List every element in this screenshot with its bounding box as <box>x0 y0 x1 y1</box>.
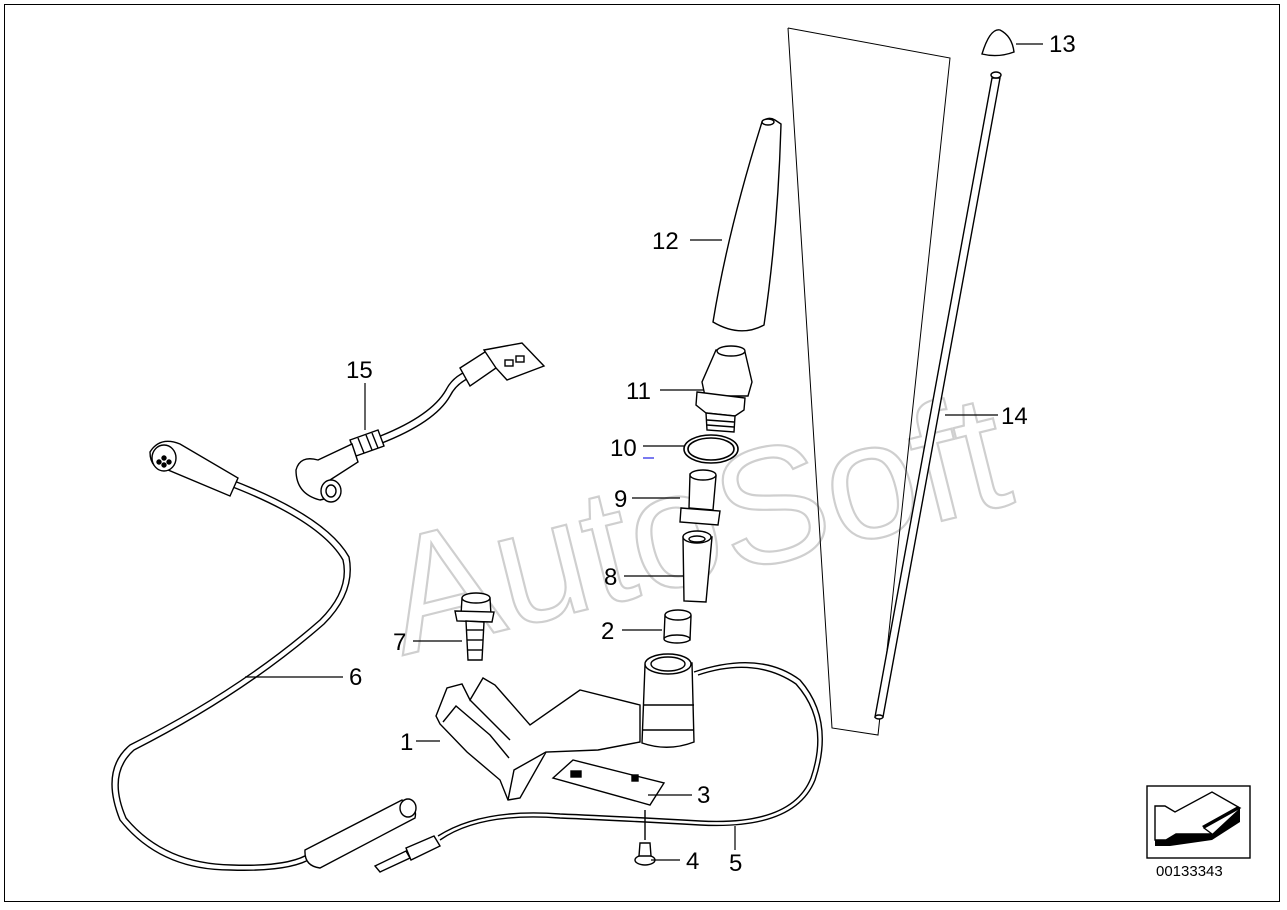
leader-lines <box>245 43 1043 861</box>
callout-3[interactable]: 3 <box>697 782 710 809</box>
callout-7[interactable]: 7 <box>393 629 406 656</box>
callout-14[interactable]: 14 <box>1001 403 1028 430</box>
callout-13[interactable]: 13 <box>1049 31 1076 58</box>
part-12-antenna-cover[interactable] <box>712 117 782 332</box>
callout-5[interactable]: 5 <box>729 850 742 877</box>
callout-labels: 1 2 3 4 5 6 7 8 9 10 11 12 13 14 15 <box>346 31 1076 877</box>
callout-1[interactable]: 1 <box>400 729 413 756</box>
part-10-seal-ring[interactable] <box>683 434 739 464</box>
part-2-spacer[interactable] <box>663 609 692 644</box>
part-8-bush[interactable] <box>682 530 713 603</box>
part-11-antenna-base[interactable] <box>695 345 753 433</box>
part-15-adapter-lead[interactable] <box>295 342 546 503</box>
callout-2[interactable]: 2 <box>601 618 614 645</box>
callout-6[interactable]: 6 <box>349 664 362 691</box>
diagram-navigation-arrow-icon[interactable]: 00133343 <box>1146 785 1251 880</box>
callout-8[interactable]: 8 <box>604 564 617 591</box>
callout-4[interactable]: 4 <box>686 848 699 875</box>
part-3-plate[interactable] <box>551 759 666 806</box>
callout-9[interactable]: 9 <box>614 486 627 513</box>
callout-15[interactable]: 15 <box>346 357 373 384</box>
part-14-antenna-rod[interactable] <box>874 71 1002 720</box>
diagram-code: 00133343 <box>1156 863 1223 880</box>
projection-frame <box>787 27 951 736</box>
callout-10[interactable]: 10 <box>610 435 637 462</box>
part-1-bracket[interactable] <box>435 653 695 801</box>
part-6-antenna-cable[interactable] <box>111 440 417 871</box>
callout-11[interactable]: 11 <box>626 378 651 405</box>
diagram-frame <box>4 4 1280 902</box>
part-5-cable[interactable] <box>373 662 823 873</box>
part-7-bolt[interactable] <box>454 592 495 661</box>
callout-12[interactable]: 12 <box>652 228 679 255</box>
part-13-rod-cap[interactable] <box>981 29 1015 57</box>
part-9-sleeve[interactable] <box>679 469 721 526</box>
